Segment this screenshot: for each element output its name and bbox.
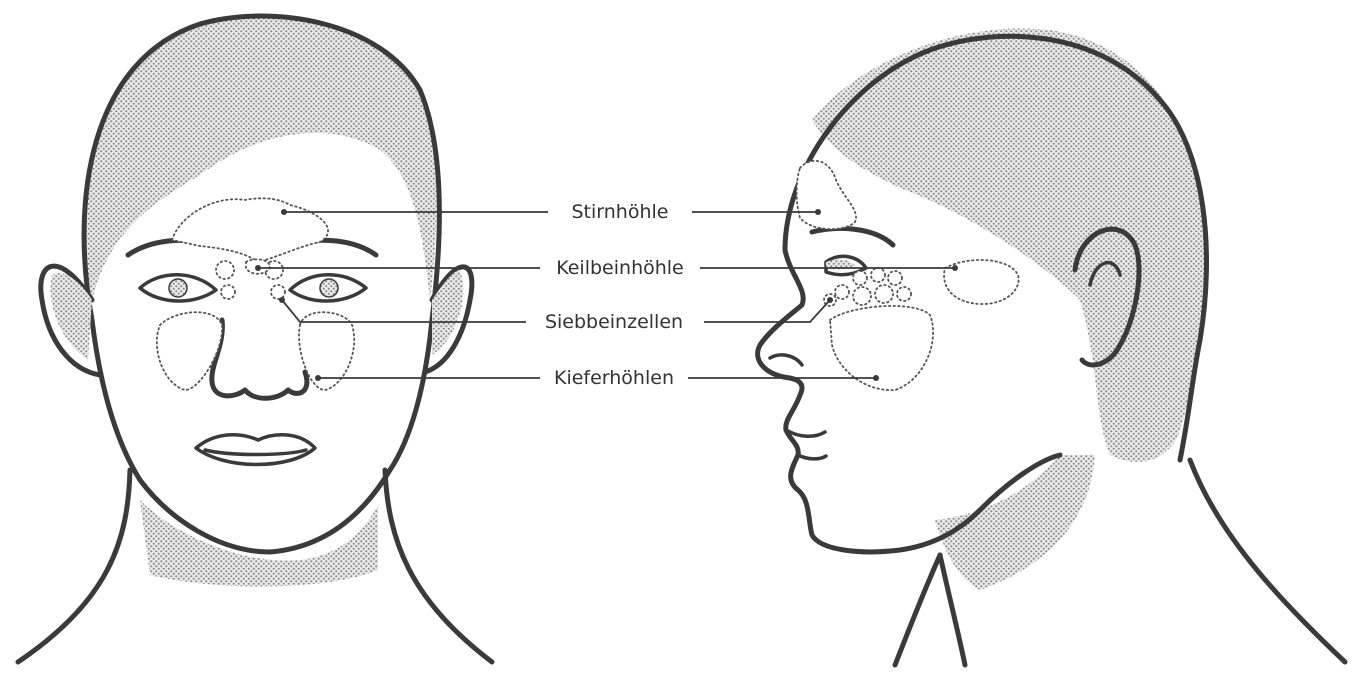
side-hair — [812, 28, 1205, 461]
front-mouth — [196, 435, 315, 465]
front-view-head — [18, 16, 492, 662]
label-sphenoid-sinus: Keilbeinhöhle — [556, 257, 684, 279]
label-maxillary-sinuses: Kieferhöhlen — [554, 367, 674, 389]
label-kieferhoehlen: Kieferhöhlen — [315, 367, 879, 389]
label-ethmoid-cells: Siebbeinzellen — [545, 311, 683, 333]
label-frontal-sinus: Stirnhöhle — [572, 201, 669, 223]
front-nose — [212, 320, 307, 398]
front-neck — [18, 470, 130, 662]
side-frontal-sinus — [797, 161, 856, 229]
front-frontal-sinus — [172, 198, 328, 262]
label-siebbeinzellen: Siebbeinzellen — [279, 297, 833, 333]
label-stirnhoehle: Stirnhöhle — [281, 201, 821, 223]
side-brow — [812, 228, 893, 245]
side-neck-shadow — [935, 455, 1095, 590]
front-neck-shadow — [140, 500, 378, 586]
side-view-head — [758, 28, 1345, 665]
